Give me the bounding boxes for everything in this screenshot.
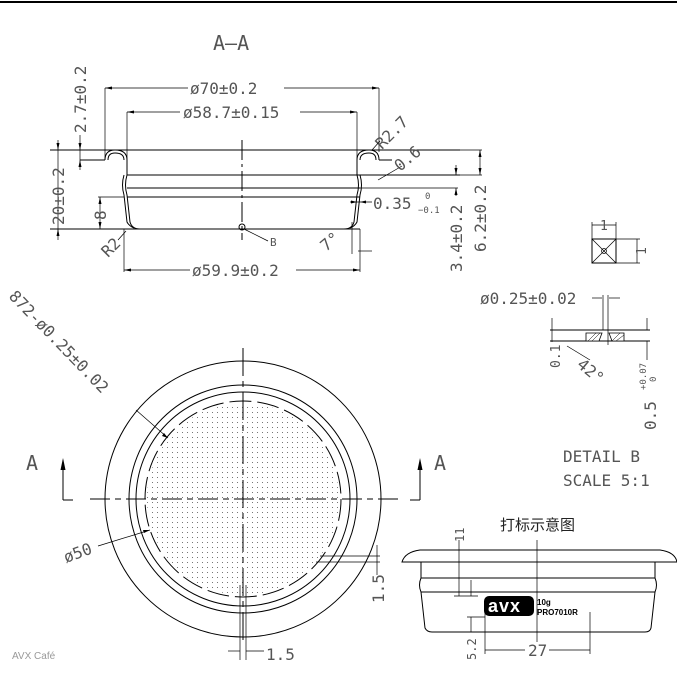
dim-draft-angle: 7° <box>316 228 343 255</box>
dim-spacing-x: 1.5 <box>266 645 295 664</box>
marking-sketch: 打标示意图 11 5.2 27 avx 10g PRO7010R <box>401 516 677 660</box>
dim-mark-width: 27 <box>528 641 547 660</box>
section-mark-right: A <box>434 451 446 475</box>
detail-title: DETAIL B <box>563 447 640 466</box>
dim-lower-height: 8 <box>91 210 110 220</box>
watermark: AVX Café <box>12 651 56 662</box>
dim-holes: 872-ø0.25±0.02 <box>5 287 112 397</box>
dim-outer-dia: ø70±0.2 <box>190 79 257 98</box>
plan-view: 872-ø0.25±0.02 ø50 1.5 1.5 A A <box>5 287 446 664</box>
dim-pitch-w: 1 <box>600 219 608 234</box>
section-title: A–A <box>213 31 249 55</box>
mark-model: PRO7010R <box>537 608 578 617</box>
detail-ref-label: B <box>270 236 277 249</box>
dim-flange-height: 2.7±0.2 <box>71 66 90 133</box>
dim-wall-tol-upper: 0 <box>425 192 430 202</box>
dim-thickness: 0.5 <box>641 401 660 430</box>
detail-b: 1 1 ø0.25±0.02 0.1 42° 0.5 +0.07 0 DETAI… <box>480 219 660 490</box>
dim-total-height: 20±0.2 <box>49 167 68 225</box>
dim-hole-dia: ø0.25±0.02 <box>480 289 576 308</box>
dim-wall-thickness: 0.35 <box>373 194 412 213</box>
dim-groove-pos: 6.2±0.2 <box>471 185 490 252</box>
section-view: A–A ø70±0.2 ø58.7±0.15 <box>49 31 490 280</box>
dim-angle: 42° <box>573 355 607 388</box>
section-mark-left: A <box>26 451 38 475</box>
dim-bottom-dia: ø59.9±0.2 <box>192 261 279 280</box>
dim-perforated-dia: ø50 <box>61 539 95 567</box>
dim-chamfer-depth: 0.1 <box>549 345 564 368</box>
marking-title: 打标示意图 <box>500 516 575 534</box>
detail-scale: SCALE 5:1 <box>563 471 650 490</box>
mark-weight: 10g <box>537 598 551 607</box>
dim-mark-top: 11 <box>453 528 467 542</box>
avx-logo-bg <box>484 596 534 616</box>
dim-mark-left: 5.2 <box>465 638 479 660</box>
dim-wall-tol-lower: −0.1 <box>418 206 440 216</box>
dim-groove-depth: 3.4±0.2 <box>447 205 466 272</box>
avx-logo: avx <box>488 596 521 616</box>
dim-inner-dia: ø58.7±0.15 <box>183 103 279 122</box>
dim-pitch-h: 1 <box>635 247 650 255</box>
dim-thickness-tol-upper: +0.07 <box>639 363 649 390</box>
dim-spacing-y: 1.5 <box>369 574 388 603</box>
dim-thickness-tol-lower: 0 <box>649 377 659 382</box>
